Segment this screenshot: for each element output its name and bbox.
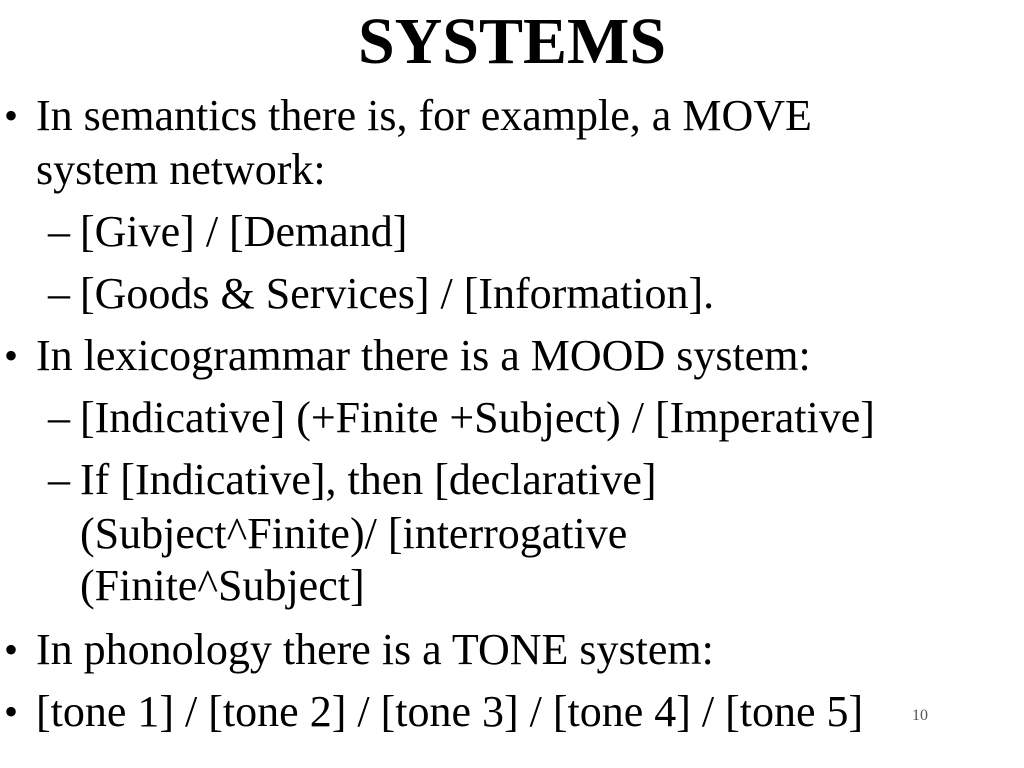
bullet-text: In lexicogrammar there is a MOOD system: [36, 331, 811, 380]
bullet-marker: • [4, 333, 19, 378]
bullet-marker: • [4, 689, 19, 734]
sub-item-text: [Indicative] (+Finite +Subject) / [Imper… [80, 393, 875, 442]
sub-item-text: If [Indicative], then [declarative] [80, 455, 657, 504]
sub-item-text: [Goods & Services] / [Information]. [80, 269, 715, 318]
sub-item-dash: – [48, 393, 70, 442]
sub-item-dash: – [48, 269, 70, 318]
bullet-text: system network: [36, 145, 326, 194]
sub-item-dash: – [48, 207, 70, 256]
slide-title: SYSTEMS [357, 5, 667, 78]
sub-item-text: [Give] / [Demand] [80, 207, 408, 256]
bullet-text: In phonology there is a TONE system: [36, 625, 714, 674]
page-number: 10 [912, 707, 928, 724]
bullet-marker: • [4, 627, 19, 672]
sub-item-dash: – [48, 455, 70, 504]
bullet-text: In semantics there is, for example, a MO… [36, 91, 812, 140]
bullet-text: [tone 1] / [tone 2] / [tone 3] / [tone 4… [36, 687, 864, 736]
sub-item-text: (Subject^Finite)/ [interrogative [80, 509, 628, 558]
sub-item-text: (Finite^Subject] [80, 561, 365, 610]
bullet-marker: • [4, 93, 19, 138]
